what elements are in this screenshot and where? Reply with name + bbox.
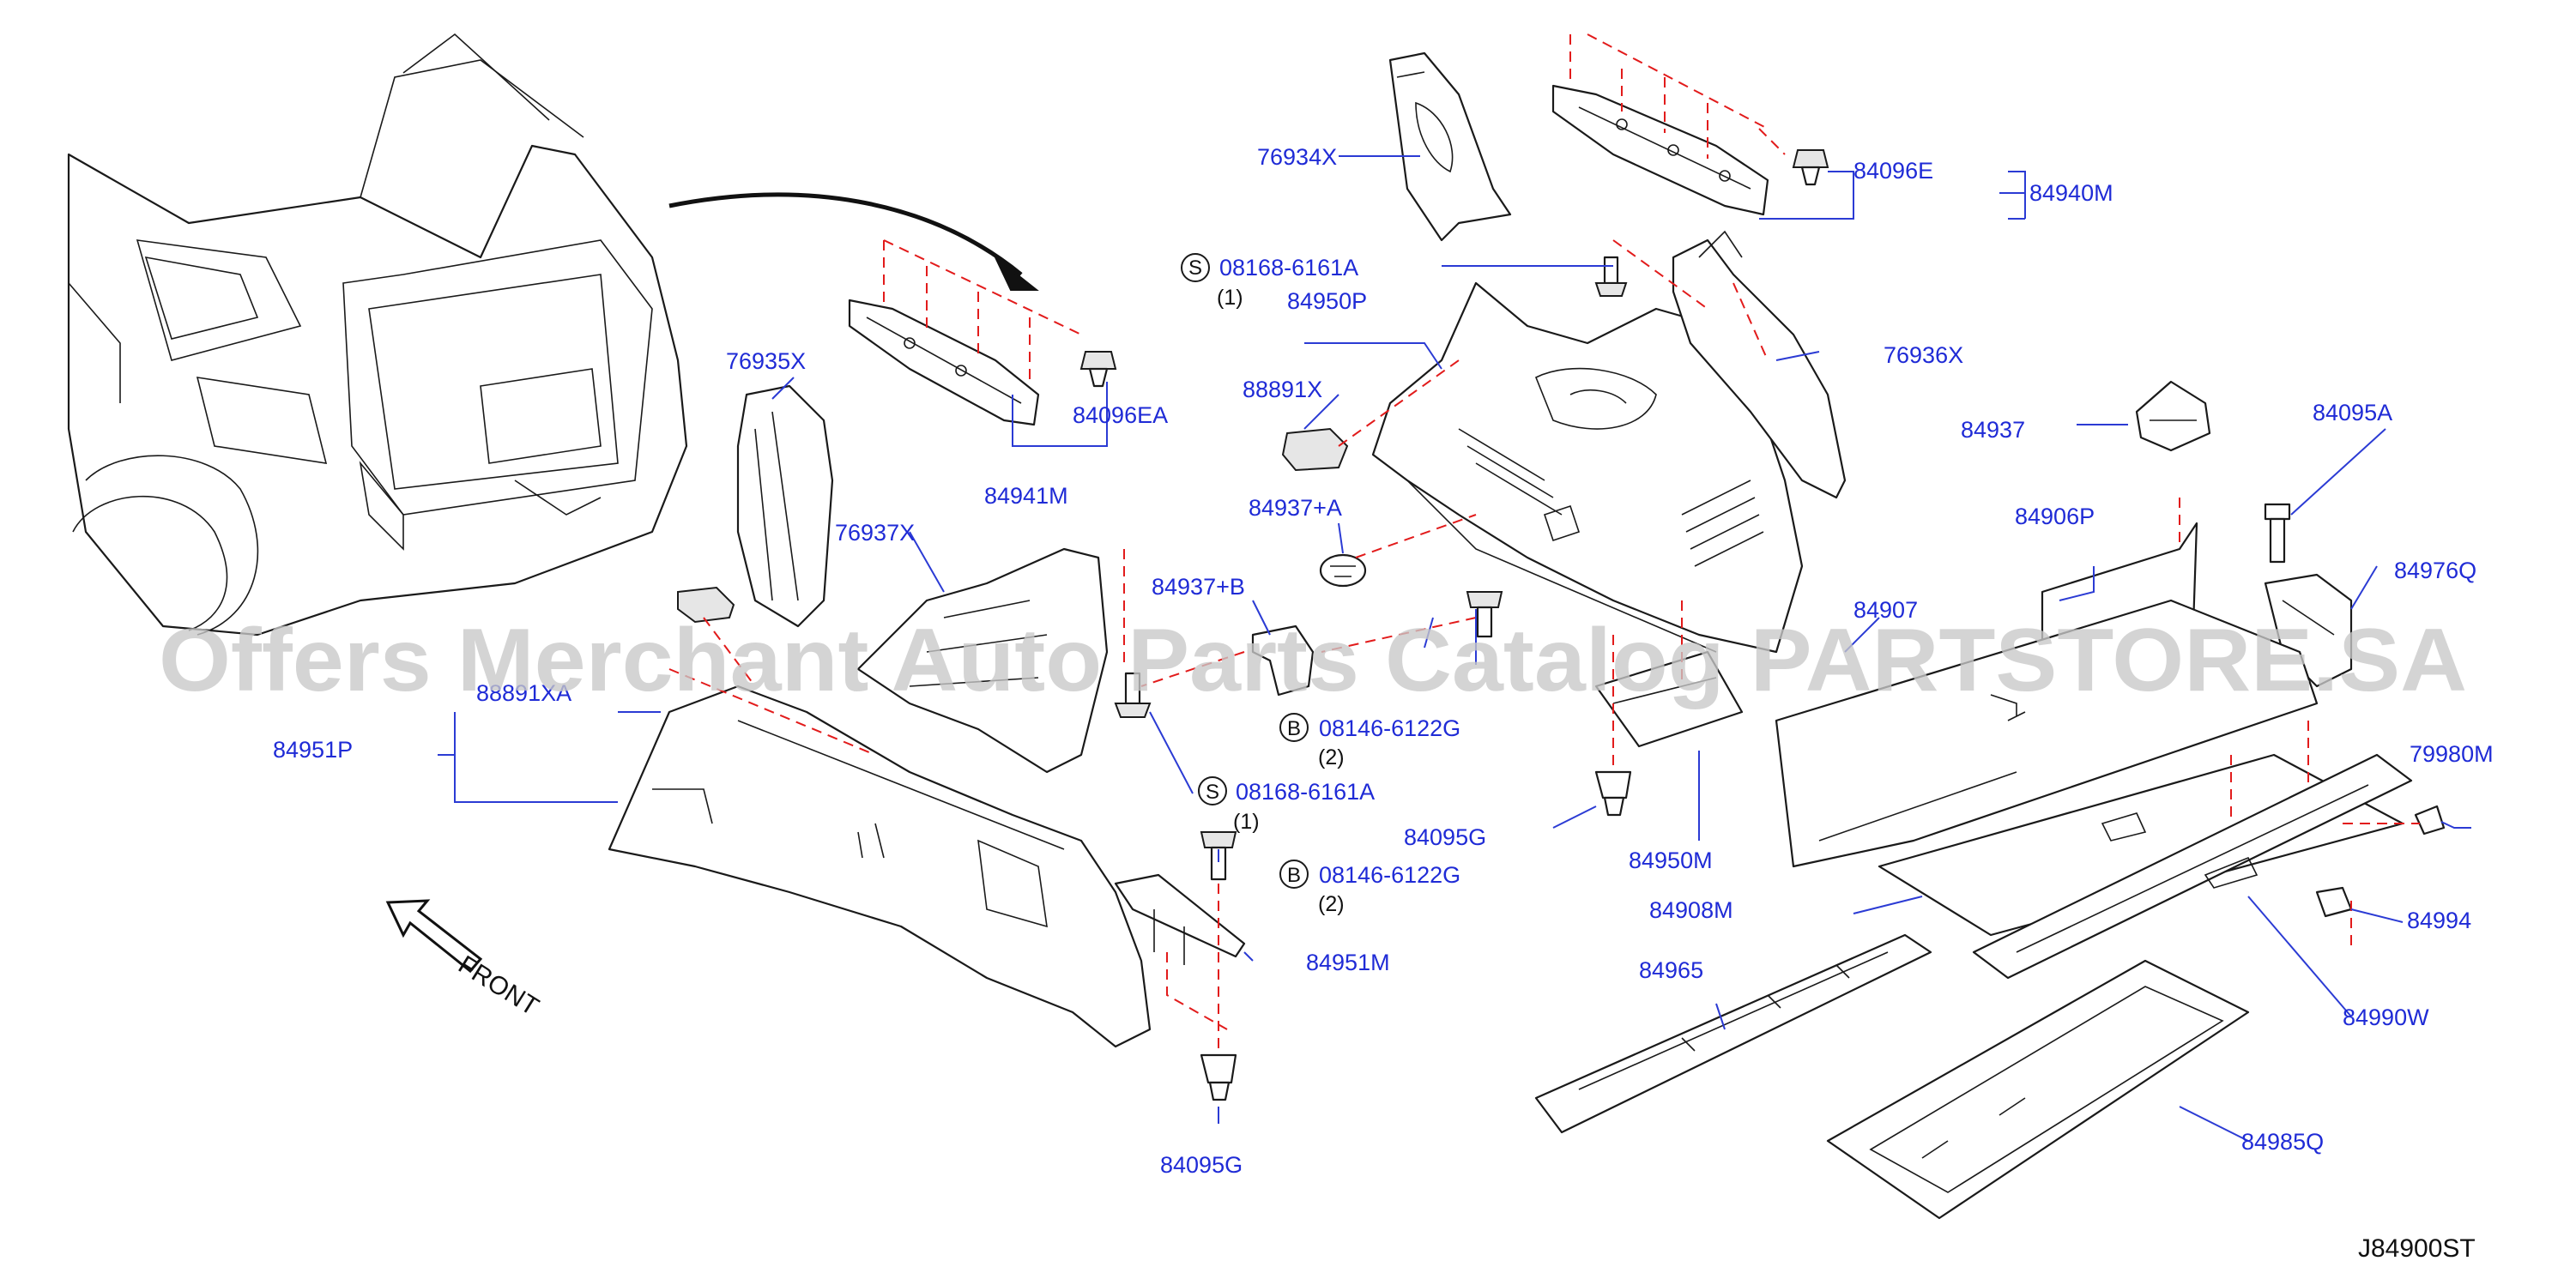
part-84095g-clip-left — [1200, 1053, 1237, 1101]
fastener-code-4[interactable]: 08146-6122G — [1319, 862, 1460, 888]
label-84096e[interactable]: 84096E — [1853, 158, 1933, 184]
part-84941m-shape — [848, 299, 1040, 426]
fastener-qty-1: (1) — [1217, 286, 1243, 310]
label-84950m[interactable]: 84950M — [1629, 848, 1713, 873]
part-84095g-clip-right — [1594, 770, 1632, 817]
label-84940m[interactable]: 84940M — [2029, 180, 2113, 206]
label-84095g-right[interactable]: 84095G — [1404, 824, 1486, 850]
label-84951m[interactable]: 84951M — [1306, 950, 1390, 975]
label-84950p[interactable]: 84950P — [1287, 288, 1367, 314]
label-84937b[interactable]: 84937+B — [1152, 574, 1245, 600]
fastener-symbol-4: B — [1287, 864, 1301, 887]
fastener-code-3[interactable]: 08168-6161A — [1236, 779, 1375, 805]
part-84951m-plate — [1114, 873, 1246, 965]
fastener-qty-2: (2) — [1318, 745, 1345, 769]
dashed-assembly-guides — [668, 33, 2420, 1055]
part-84937a-hook — [1319, 553, 1367, 588]
part-08146-bolt-lower — [1200, 831, 1237, 881]
fastener-callout-4: B 08146-6122G (2) — [1279, 860, 1460, 916]
label-84965[interactable]: 84965 — [1639, 957, 1703, 983]
part-88891x-lamp — [1281, 427, 1349, 472]
part-08168-bolt-lower — [1114, 672, 1152, 718]
label-84951p[interactable]: 84951P — [273, 737, 353, 763]
watermark-text: Offers Merchant Auto Parts Catalog PARTS… — [159, 611, 2467, 710]
front-label: FRONT — [453, 950, 543, 1022]
part-84096ea-clip — [1079, 351, 1117, 388]
fastener-callout-1: S 08168-6161A (1) — [1181, 253, 1358, 310]
part-76937x-shape — [856, 547, 1109, 774]
label-79980m[interactable]: 79980M — [2410, 741, 2494, 767]
part-79980m-cap — [2414, 805, 2446, 836]
label-84906p[interactable]: 84906P — [2015, 504, 2095, 529]
label-84985q[interactable]: 84985Q — [2241, 1129, 2324, 1155]
fastener-symbol-3: S — [1206, 781, 1219, 804]
label-84907[interactable]: 84907 — [1853, 597, 1918, 623]
part-84985q-tray — [1826, 959, 2250, 1220]
part-88891xa-lamp — [677, 586, 735, 624]
direction-arrow — [668, 192, 1039, 291]
label-84941m[interactable]: 84941M — [984, 483, 1068, 509]
part-84907-floor — [1775, 599, 2319, 868]
vehicle-rear-illustration — [67, 33, 688, 636]
label-84937a[interactable]: 84937+A — [1249, 495, 1342, 521]
part-84951p-shape — [608, 685, 1152, 1048]
fastener-qty-4: (2) — [1318, 892, 1345, 916]
label-76935x[interactable]: 76935X — [726, 348, 806, 374]
fastener-callout-3: S 08168-6161A (1) — [1198, 776, 1375, 834]
s-symbol-icon — [1198, 776, 1227, 805]
part-84937b-bracket — [1251, 624, 1315, 697]
label-leader-lines — [438, 155, 2471, 1142]
fastener-code-1[interactable]: 08168-6161A — [1219, 255, 1358, 281]
part-84990w-sill — [1972, 753, 2413, 980]
part-76935x-shape — [736, 384, 834, 628]
front-arrow-icon: FRONT — [385, 899, 543, 1022]
part-76934x-shape — [1388, 51, 1512, 242]
fastener-callout-2: B 08146-6122G (2) — [1279, 713, 1460, 769]
label-84095g-left[interactable]: 84095G — [1160, 1152, 1243, 1178]
b-symbol-icon — [1279, 860, 1309, 889]
label-76936x[interactable]: 76936X — [1884, 342, 1963, 368]
part-84950m-bracket — [1594, 650, 1744, 748]
fastener-symbol-2: B — [1287, 717, 1301, 740]
s-symbol-icon — [1181, 253, 1210, 282]
fastener-symbol-1: S — [1188, 256, 1202, 280]
label-84976q[interactable]: 84976Q — [2394, 558, 2476, 583]
part-76936x-shape — [1672, 230, 1847, 499]
part-84965-rail — [1534, 933, 1932, 1134]
part-84095a-screw — [2264, 503, 2291, 564]
label-84994[interactable]: 84994 — [2407, 908, 2471, 933]
label-84908m[interactable]: 84908M — [1649, 897, 1733, 923]
part-84994-clip — [2315, 886, 2353, 918]
part-84937-hook — [2135, 380, 2211, 452]
b-symbol-icon — [1279, 713, 1309, 742]
fastener-code-2[interactable]: 08146-6122G — [1319, 715, 1460, 741]
label-84095a[interactable]: 84095A — [2313, 400, 2392, 425]
part-84940m-shape — [1551, 84, 1769, 216]
label-76934x[interactable]: 76934X — [1257, 144, 1337, 170]
fastener-qty-3: (1) — [1233, 810, 1260, 834]
part-08146-bolt-middle — [1466, 591, 1503, 638]
label-88891x[interactable]: 88891X — [1243, 377, 1322, 402]
label-84937[interactable]: 84937 — [1961, 417, 2025, 443]
label-76937x[interactable]: 76937X — [835, 520, 915, 546]
part-08168-bolt-upper — [1594, 256, 1628, 297]
part-number-labels: 76934X 84096E 84940M 84950P 88891X 76936… — [273, 144, 2494, 1178]
label-84096ea[interactable]: 84096EA — [1073, 402, 1168, 428]
label-84990w[interactable]: 84990W — [2343, 1005, 2429, 1030]
label-88891xa[interactable]: 88891XA — [476, 680, 571, 706]
part-84950p-shape — [1371, 281, 1804, 654]
diagram-reference-id: J84900ST — [2358, 1234, 2476, 1263]
part-84096e-clip — [1792, 149, 1829, 186]
